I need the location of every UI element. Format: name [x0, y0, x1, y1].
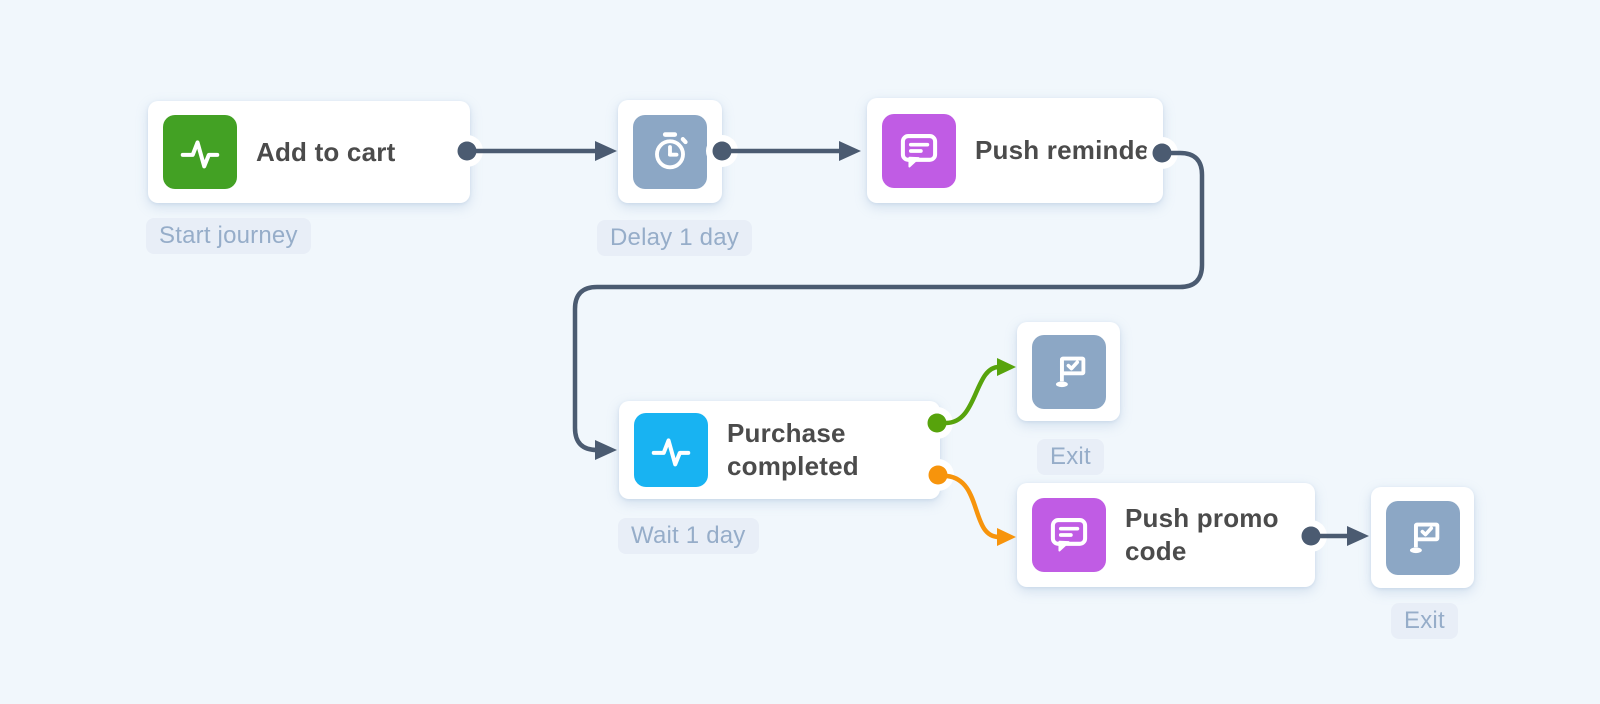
timer-icon — [633, 114, 707, 189]
tag-exit-top: Exit — [1037, 439, 1104, 475]
chat-bubble-icon — [1032, 498, 1106, 572]
node-push-reminder[interactable]: Push reminder — [867, 98, 1163, 203]
node-push-promo-code[interactable]: Push promo code — [1017, 483, 1315, 587]
edge-delay-to-push-reminder[interactable] — [719, 141, 861, 161]
arrowhead-icon — [595, 141, 617, 161]
node-add-to-cart[interactable]: Add to cart — [148, 101, 470, 203]
node-exit-bottom[interactable] — [1371, 487, 1474, 588]
node-title: Push promo code — [1125, 503, 1279, 566]
arrowhead-icon — [839, 141, 861, 161]
arrowhead-icon — [1347, 526, 1369, 546]
flag-check-icon — [1385, 500, 1460, 575]
tag-exit-bottom: Exit — [1391, 603, 1458, 639]
activity-icon — [163, 115, 237, 189]
arrowhead-icon — [997, 358, 1016, 376]
edge-purchase-completed-to-exit-top[interactable] — [943, 358, 1016, 426]
edge-push-promo-to-exit-bottom[interactable] — [1308, 526, 1369, 546]
node-title: Add to cart — [256, 136, 396, 167]
node-delay[interactable] — [618, 100, 722, 203]
node-exit-top[interactable] — [1017, 322, 1120, 421]
edge-purchase-completed-to-push-promo[interactable] — [944, 473, 1016, 546]
tag-wait-1-day: Wait 1 day — [618, 518, 759, 554]
tag-start-journey: Start journey — [146, 218, 311, 254]
activity-icon — [634, 413, 708, 487]
arrowhead-icon — [997, 528, 1016, 546]
flag-check-icon — [1031, 334, 1106, 409]
tag-delay-1-day: Delay 1 day — [597, 220, 752, 256]
chat-bubble-icon — [882, 113, 956, 188]
node-title: Push reminder — [975, 135, 1160, 165]
arrowhead-icon — [595, 440, 617, 460]
edge-add-to-cart-to-delay[interactable] — [464, 141, 617, 161]
node-title: Purchase completed — [727, 418, 859, 481]
node-purchase-completed[interactable]: Purchase completed — [619, 401, 940, 499]
